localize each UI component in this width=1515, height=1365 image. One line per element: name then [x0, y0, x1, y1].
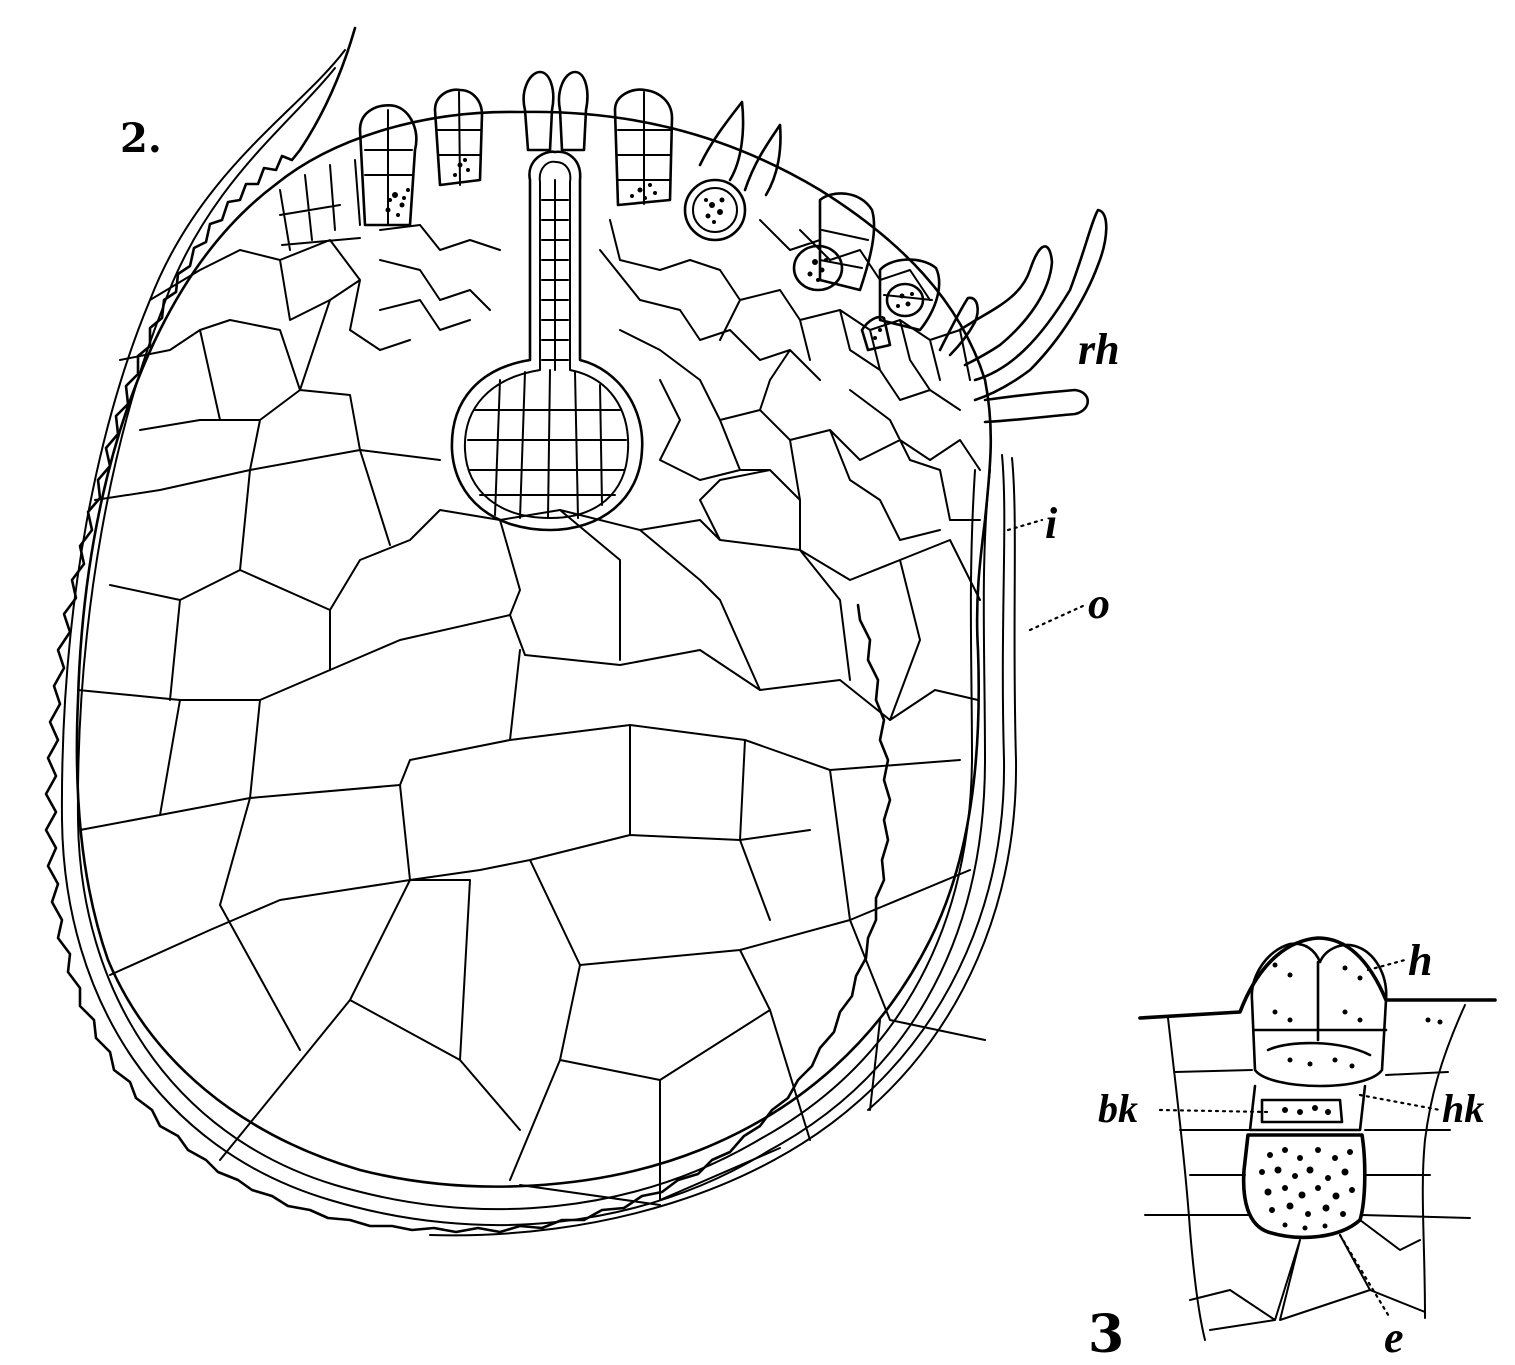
label-hk: hk: [1442, 1086, 1484, 1131]
rhizoids: [940, 210, 1106, 422]
embryo-cells: [468, 180, 626, 518]
figure-3: 3 h bk hk e: [1088, 936, 1495, 1360]
canal-cells: [1250, 1086, 1365, 1130]
label-bk: bk: [1098, 1086, 1138, 1131]
egg-stipple: [1259, 963, 1443, 1231]
inner-envelope-3: [430, 455, 1004, 1235]
inner-envelope-2: [78, 68, 975, 1209]
organ-7: [700, 102, 743, 180]
leader-hk: [1360, 1095, 1440, 1110]
organ-13: [862, 317, 890, 350]
cell-walls-middle: [95, 240, 980, 720]
figure-2-number: 2.: [120, 115, 162, 162]
leader-o: [1030, 605, 1085, 630]
organ-12: [887, 284, 923, 316]
organ-10: [794, 246, 842, 290]
leader-h: [1368, 960, 1405, 970]
label-i: i: [1045, 499, 1058, 548]
figure-3-number: 3: [1088, 1304, 1124, 1360]
surrounding-tissue: [1145, 1005, 1470, 1340]
label-e: e: [1384, 1313, 1404, 1360]
leader-e: [1340, 1235, 1390, 1318]
label-h: h: [1408, 936, 1432, 985]
leader-i: [1008, 520, 1042, 530]
nuclei-stipple: [386, 158, 915, 340]
label-rh: rh: [1078, 325, 1120, 374]
inner-envelope-4: [868, 458, 1016, 1110]
label-o: o: [1088, 579, 1110, 628]
cell-walls-lower: [78, 615, 985, 1205]
egg-cell: [1244, 1135, 1365, 1237]
prothallium-outline: [77, 112, 991, 1187]
outer-envelope: [46, 28, 890, 1232]
cell-walls-upper: [280, 160, 980, 540]
organ-4: [559, 72, 587, 150]
figure-2: 2.: [46, 28, 1120, 1235]
